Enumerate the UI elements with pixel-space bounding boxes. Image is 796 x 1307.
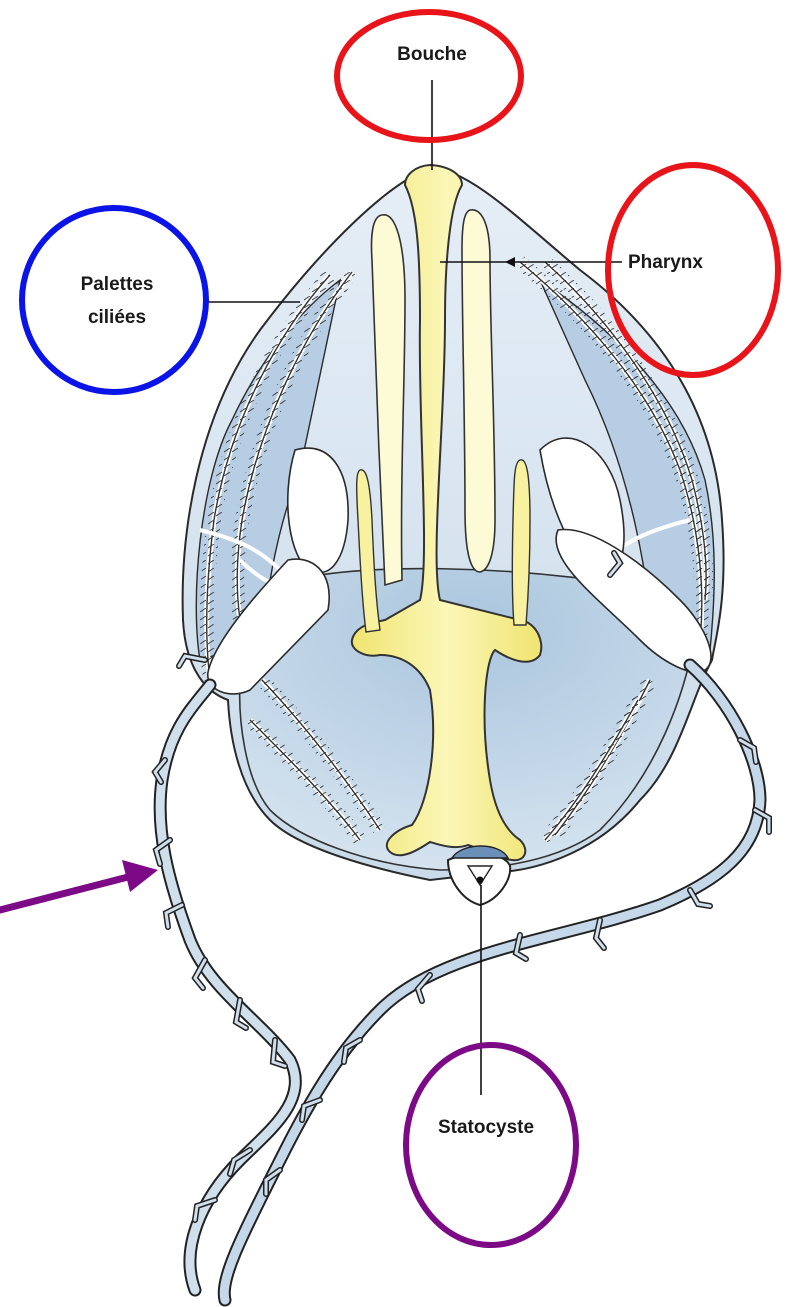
statocyste-label: Statocyste bbox=[438, 1117, 534, 1138]
bouche-highlight-circle bbox=[337, 12, 521, 140]
pharynx-right-side-canal bbox=[512, 460, 530, 625]
palettes-highlight-circle bbox=[22, 208, 206, 392]
statolith-dot bbox=[477, 877, 484, 884]
left-tentacle-sheath bbox=[288, 448, 348, 572]
statocyste-highlight-circle bbox=[406, 1045, 576, 1245]
pharynx-right-channel bbox=[462, 210, 495, 572]
bouche-label: Bouche bbox=[397, 44, 467, 65]
palettes-label-line2: ciliées bbox=[88, 307, 146, 328]
statocyst bbox=[448, 846, 510, 905]
palettes-label-line1: Palettes bbox=[81, 274, 154, 295]
purple-arrow-icon bbox=[0, 860, 158, 910]
pharynx-label: Pharynx bbox=[628, 252, 703, 273]
